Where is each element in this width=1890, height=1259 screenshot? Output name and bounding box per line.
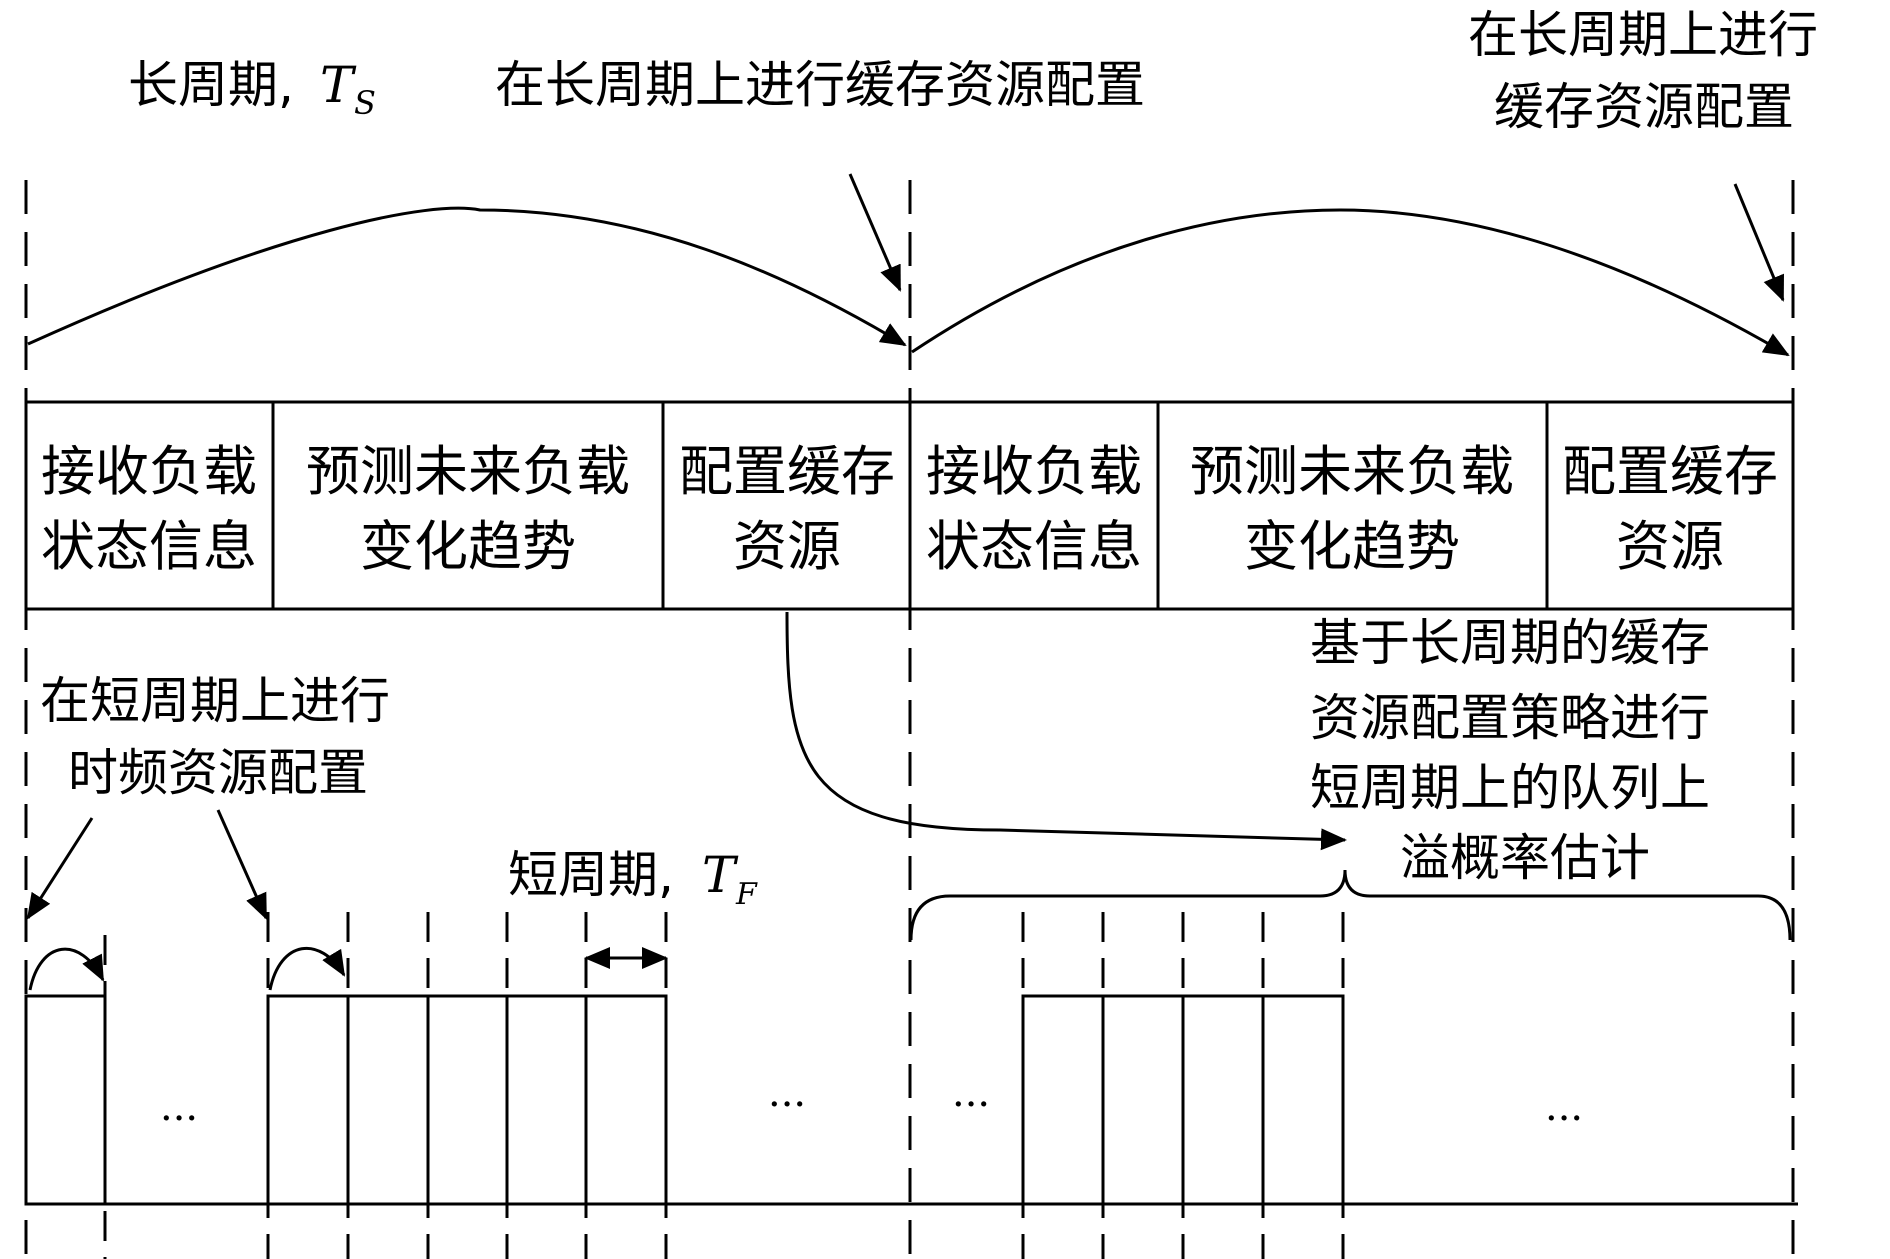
estimate-label: 基于长周期的缓存 资源配置策略进行 短周期上的队列上 溢概率估计	[1310, 614, 1710, 887]
stage-3-line1: 配置缓存	[679, 440, 895, 503]
estimate-line-4: 溢概率估计	[1400, 829, 1650, 887]
short-period-symbol: T	[702, 846, 739, 904]
estimate-line-3: 短周期上的队列上	[1310, 759, 1710, 817]
stage-2-line2: 变化趋势	[360, 515, 576, 578]
slot-arc-1	[28, 947, 105, 991]
ellipsis-2: ···	[768, 1082, 806, 1128]
long-config-arrow-2	[1733, 183, 1785, 302]
long-config-label-2b: 缓存资源配置	[1494, 78, 1794, 136]
long-config-arrow-1	[848, 173, 902, 292]
short-period-text: 短周期,	[508, 846, 674, 904]
stage-1-line2: 状态信息	[41, 515, 257, 578]
long-config-label: 在长周期上进行缓存资源配置	[495, 56, 1145, 114]
stage-5-line2: 变化趋势	[1244, 515, 1460, 578]
long-period-label: 长周期, T S	[128, 56, 376, 122]
short-config-line-1: 在短周期上进行	[40, 672, 390, 730]
short-period-subscript: F	[735, 877, 758, 912]
config-to-estimate-arrow	[785, 611, 1347, 851]
stage-6-line2: 资源	[1616, 515, 1724, 578]
long-period-arc-2	[911, 208, 1790, 357]
slot-arc-2	[268, 946, 346, 991]
stage-4-line2: 状态信息	[926, 515, 1142, 578]
short-config-arrow-1	[26, 817, 94, 920]
ellipsis-4: ···	[1545, 1096, 1583, 1142]
short-period-ticks	[103, 912, 1345, 1259]
ellipsis-3: ···	[952, 1082, 990, 1128]
long-config-label-2a: 在长周期上进行	[1468, 6, 1818, 64]
stage-1-line1: 接收负载	[41, 440, 257, 503]
stage-6-line1: 配置缓存	[1562, 440, 1778, 503]
slot-signal	[24, 994, 1798, 1206]
ellipsis-1: ···	[160, 1096, 198, 1142]
estimate-brace	[909, 869, 1792, 941]
short-config-arrow-2	[216, 809, 268, 920]
stage-labels: 接收负载 状态信息 预测未来负载 变化趋势 配置缓存 资源 接收负载 状态信息 …	[41, 440, 1778, 578]
long-period-arc-1	[27, 206, 907, 347]
stage-2-line1: 预测未来负载	[306, 440, 630, 503]
short-config-line-2: 时频资源配置	[68, 744, 368, 802]
estimate-line-1: 基于长周期的缓存	[1310, 614, 1710, 672]
stage-4-line1: 接收负载	[926, 440, 1142, 503]
stage-3-line2: 资源	[733, 515, 841, 578]
stage-5-line1: 预测未来负载	[1190, 440, 1514, 503]
stage-row	[24, 400, 1795, 611]
estimate-line-2: 资源配置策略进行	[1310, 689, 1710, 747]
long-period-subscript: S	[354, 84, 376, 122]
long-period-symbol: T	[320, 56, 357, 114]
long-period-text: 长周期,	[128, 56, 294, 114]
